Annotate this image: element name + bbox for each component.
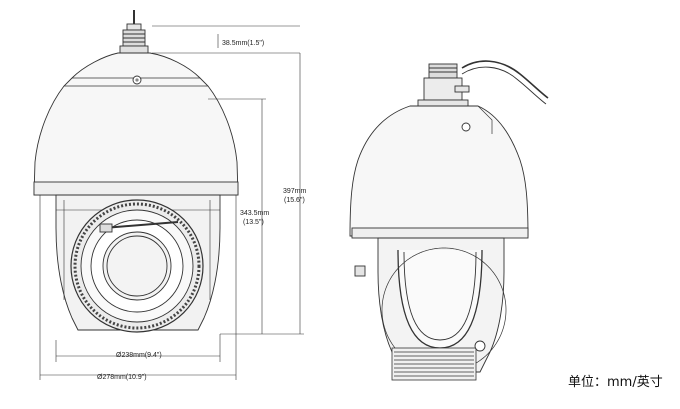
dim-body-height-in: (13.5") — [243, 219, 264, 226]
front-upper-housing — [33, 52, 239, 196]
side-view — [349, 60, 549, 381]
dim-outer-width: Ø278mm(10.9") — [97, 374, 147, 381]
dim-total-height-in: (15.6") — [284, 197, 305, 204]
dim-bracket-height: 38.5mm(1.5") — [222, 40, 264, 47]
dim-inner-width: Ø238mm(9.4") — [116, 352, 162, 359]
dim-total-height-mm: 397mm — [283, 188, 307, 195]
side-dome-housing — [349, 105, 529, 237]
front-mount — [119, 10, 149, 54]
side-vent — [391, 347, 477, 381]
front-view — [33, 10, 239, 333]
dim-body-height-mm: 343.5mm — [240, 210, 269, 217]
front-lens-assembly — [70, 199, 204, 333]
side-cable — [461, 60, 549, 99]
front-dimension-lines — [39, 25, 304, 380]
side-screw-icon — [461, 122, 471, 132]
unit-note: 单位：mm/英寸 — [568, 375, 663, 390]
